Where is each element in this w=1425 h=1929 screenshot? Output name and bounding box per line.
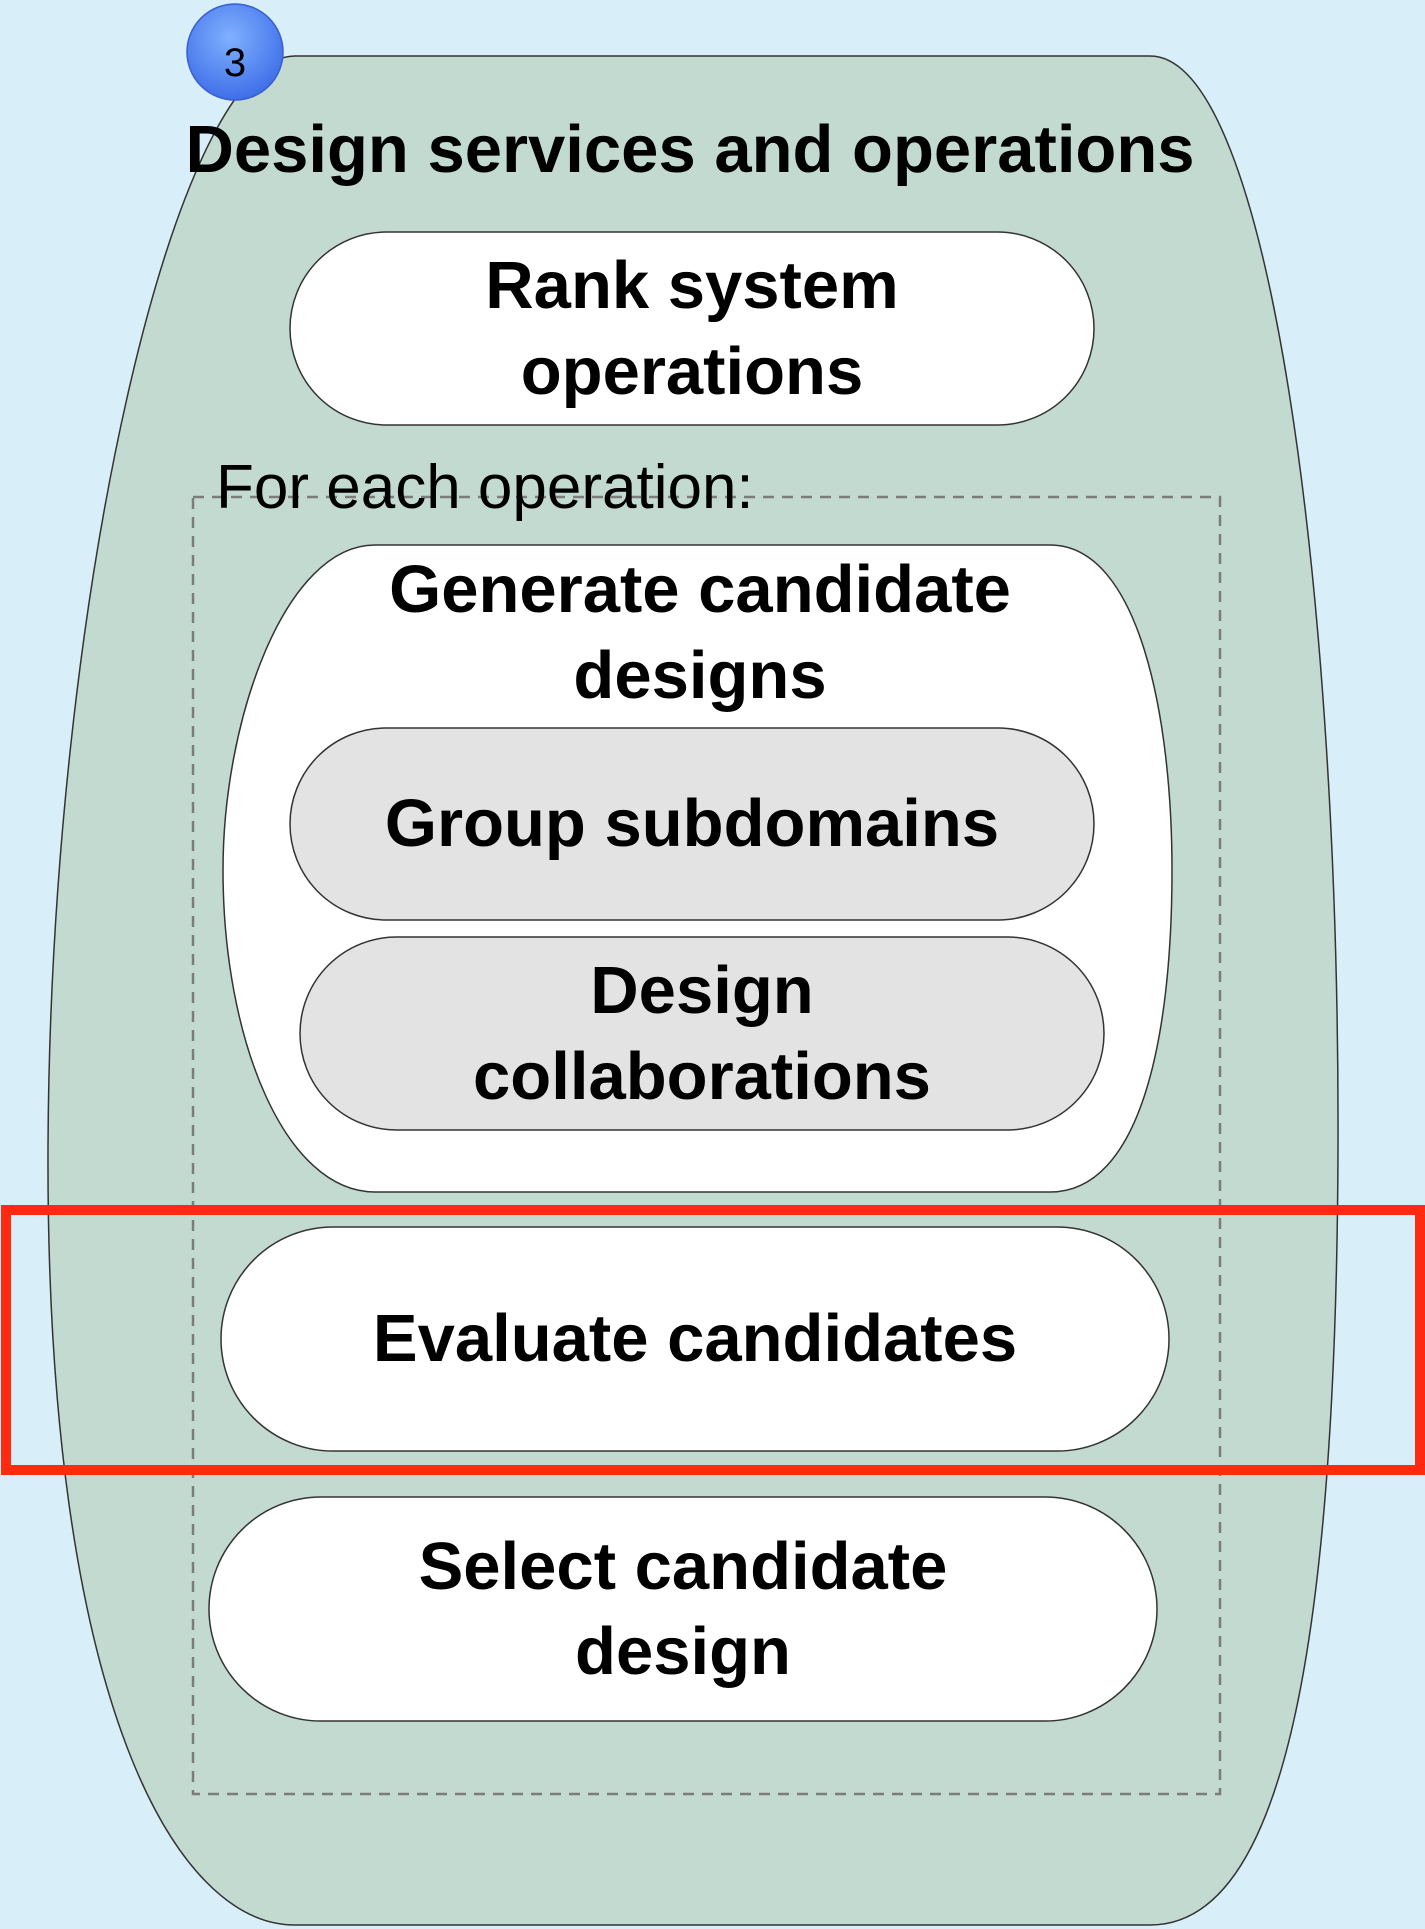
select-node-shape xyxy=(208,1496,1158,1722)
rank-node-shape xyxy=(289,231,1095,426)
generate-candidate-designs-node: Generate candidate designs xyxy=(389,552,1011,713)
collab-node-shape xyxy=(299,936,1105,1131)
highlight-box xyxy=(1,1205,1425,1475)
rank-system-operations-node: Rank system operations xyxy=(485,248,899,409)
step-badge-circle xyxy=(186,3,284,101)
select-candidate-design-node: Select candidate design xyxy=(418,1528,948,1689)
group-subdomains-node: Group subdomains xyxy=(384,786,1000,862)
evaluate-candidates-node: Evaluate candidates xyxy=(372,1301,1018,1377)
evaluate-node-shape xyxy=(220,1226,1170,1452)
group-node-shape xyxy=(289,727,1095,921)
step-badge: 3 xyxy=(223,40,247,85)
diagram-title: Design services and operations xyxy=(185,112,1195,188)
design-collaborations-node: Design collaborations xyxy=(473,953,931,1114)
loop-label: For each operation: xyxy=(216,453,754,522)
loop-frame xyxy=(191,495,1222,1796)
